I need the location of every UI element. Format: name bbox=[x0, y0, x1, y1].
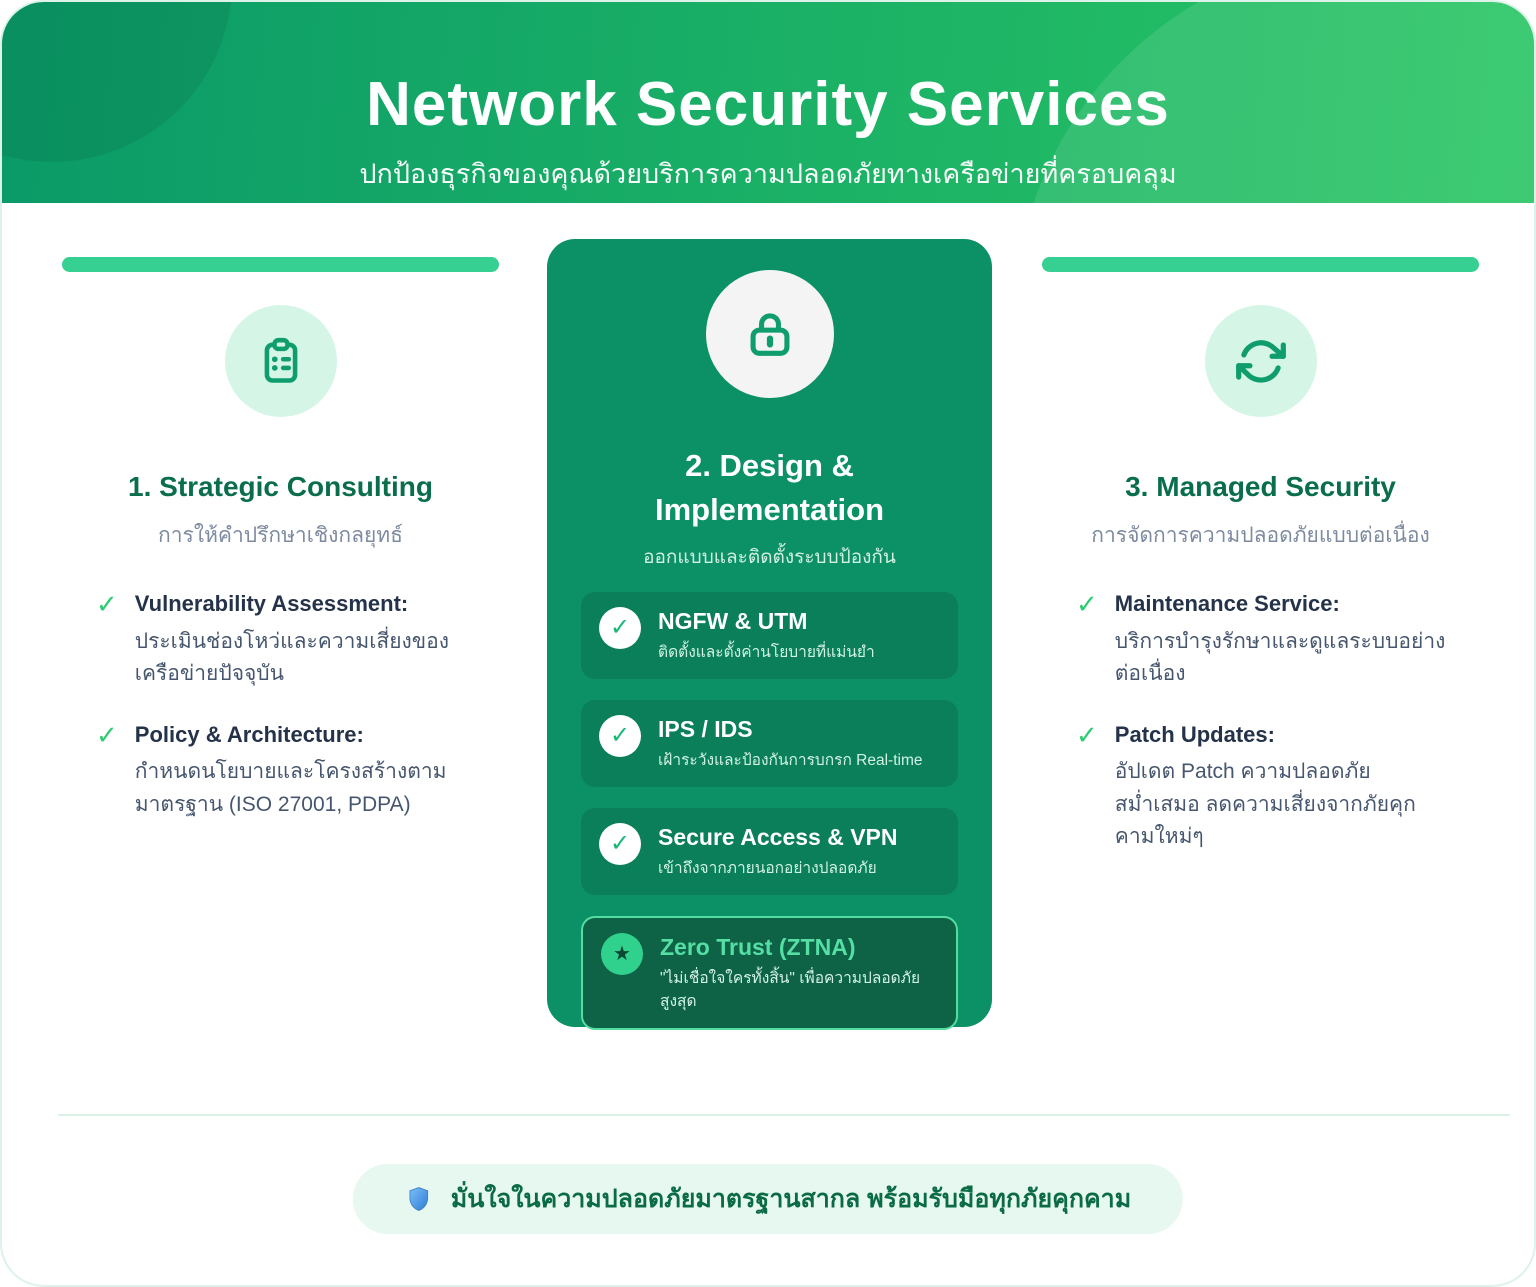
star-icon: ★ bbox=[601, 933, 643, 976]
card-design-implementation: 2. Design & Implementation ออกแบบและติดต… bbox=[547, 239, 992, 1031]
feature-text: NGFW & UTM ติดตั้งและตั้งค่านโยบายที่แม่… bbox=[658, 607, 875, 664]
feature-item-zero-trust: ★ Zero Trust (ZTNA) "ไม่เชื่อใจใครทั้งสิ… bbox=[581, 916, 958, 1031]
column-managed-security: 3. Managed Security การจัดการความปลอดภัย… bbox=[1042, 257, 1479, 854]
bullet-body: บริการบำรุงรักษาและดูแลระบบอย่างต่อเนื่อ… bbox=[1114, 629, 1446, 686]
feature-body: เฝ้าระวังและป้องกันการบกรก Real-time bbox=[658, 751, 923, 769]
page-title: Network Security Services bbox=[366, 70, 1170, 139]
page-subtitle: ปกป้องธุรกิจของคุณด้วยบริการความปลอดภัยท… bbox=[359, 159, 1177, 189]
check-icon: ✓ bbox=[1076, 589, 1098, 619]
feature-body: ติดตั้งและตั้งค่านโยบายที่แม่นยำ bbox=[658, 643, 875, 661]
feature-title: Secure Access & VPN bbox=[658, 824, 898, 851]
check-icon: ✓ bbox=[599, 823, 641, 866]
header: Network Security Services ปกป้องธุรกิจขอ… bbox=[2, 2, 1534, 203]
list-item: ✓ Patch Updates: อัปเดต Patch ความปลอดภั… bbox=[1076, 719, 1479, 854]
bullet-title: Patch Updates: bbox=[1114, 721, 1275, 747]
feature-title: Zero Trust (ZTNA) bbox=[660, 934, 856, 961]
list-item: ✓ Policy & Architecture: กำหนดนโยบายและโ… bbox=[96, 719, 499, 822]
check-icon: ✓ bbox=[96, 589, 118, 619]
bullet-body: กำหนดนโยบายและโครงสร้างตามมาตรฐาน (ISO 2… bbox=[134, 760, 447, 816]
section-subtitle: การจัดการความปลอดภัยแบบต่อเนื่อง bbox=[1091, 524, 1430, 547]
accent-bar bbox=[1042, 257, 1479, 272]
check-icon: ✓ bbox=[1076, 719, 1098, 750]
feature-item: ✓ NGFW & UTM ติดตั้งและตั้งค่านโยบายที่แ… bbox=[581, 592, 958, 680]
bullet-list: ✓ Maintenance Service: บริการบำรุงรักษาแ… bbox=[1042, 589, 1479, 854]
column-strategic-consulting: 1. Strategic Consulting การให้คำปรึกษาเช… bbox=[62, 257, 499, 821]
check-icon: ✓ bbox=[599, 607, 641, 650]
title-line-2: Implementation bbox=[654, 492, 885, 528]
bullet-text: Vulnerability Assessment: ประเมินช่องโหว… bbox=[135, 590, 467, 691]
bullet-title: Maintenance Service: bbox=[1114, 591, 1340, 616]
feature-item: ✓ Secure Access & VPN เข้าถึงจากภายนอกอย… bbox=[581, 808, 958, 896]
feature-text: Zero Trust (ZTNA) "ไม่เชื่อใจใครทั้งสิ้น… bbox=[660, 933, 938, 1013]
clipboard-icon bbox=[224, 305, 337, 417]
sync-icon bbox=[1204, 305, 1317, 417]
bullet-title: Vulnerability Assessment: bbox=[134, 591, 409, 616]
section-subtitle: การให้คำปรึกษาเชิงกลยุทธ์ bbox=[158, 524, 403, 547]
section-title: 3. Managed Security bbox=[1125, 471, 1396, 502]
bullet-body: อัปเดต Patch ความปลอดภัยสม่ำเสมอ ลดความเ… bbox=[1114, 760, 1416, 849]
feature-list: ✓ NGFW & UTM ติดตั้งและตั้งค่านโยบายที่แ… bbox=[581, 592, 958, 1031]
lock-icon bbox=[705, 270, 834, 398]
feature-text: Secure Access & VPN เข้าถึงจากภายนอกอย่า… bbox=[658, 823, 898, 880]
bullet-body: ประเมินช่องโหว่และความเสี่ยงของเครือข่าย… bbox=[134, 629, 450, 686]
feature-title: NGFW & UTM bbox=[658, 608, 808, 635]
feature-body: "ไม่เชื่อใจใครทั้งสิ้น" เพื่อความปลอดภัย… bbox=[660, 969, 921, 1011]
section-title: 2. Design & Implementation bbox=[547, 444, 992, 532]
title-line-1: 2. Design & bbox=[685, 448, 854, 483]
footer-text: มั่นใจในความปลอดภัยมาตรฐานสากล พร้อมรับม… bbox=[450, 1185, 1132, 1213]
section-title: 1. Strategic Consulting bbox=[128, 471, 433, 502]
feature-text: IPS / IDS เฝ้าระวังและป้องกันการบกรก Rea… bbox=[658, 715, 923, 772]
footer-banner: มั่นใจในความปลอดภัยมาตรฐานสากล พร้อมรับม… bbox=[352, 1164, 1184, 1234]
bullet-list: ✓ Vulnerability Assessment: ประเมินช่องโ… bbox=[62, 589, 499, 822]
bullet-text: Patch Updates: อัปเดต Patch ความปลอดภัยส… bbox=[1115, 721, 1447, 854]
feature-title: IPS / IDS bbox=[658, 716, 753, 743]
section-subtitle: ออกแบบและติดตั้งระบบป้องกัน bbox=[643, 547, 896, 569]
feature-body: เข้าถึงจากภายนอกอย่างปลอดภัย bbox=[658, 859, 877, 877]
accent-bar bbox=[62, 257, 499, 272]
shield-icon bbox=[409, 1187, 429, 1211]
list-item: ✓ Vulnerability Assessment: ประเมินช่องโ… bbox=[96, 589, 499, 691]
bullet-text: Policy & Architecture: กำหนดนโยบายและโคร… bbox=[135, 721, 467, 822]
feature-item: ✓ IPS / IDS เฝ้าระวังและป้องกันการบกรก R… bbox=[581, 700, 958, 788]
check-icon: ✓ bbox=[96, 719, 118, 750]
bullet-title: Policy & Architecture: bbox=[134, 721, 364, 747]
bullet-text: Maintenance Service: บริการบำรุงรักษาและ… bbox=[1115, 590, 1447, 691]
check-icon: ✓ bbox=[599, 715, 641, 758]
list-item: ✓ Maintenance Service: บริการบำรุงรักษาแ… bbox=[1076, 589, 1479, 691]
divider bbox=[58, 1114, 1510, 1116]
